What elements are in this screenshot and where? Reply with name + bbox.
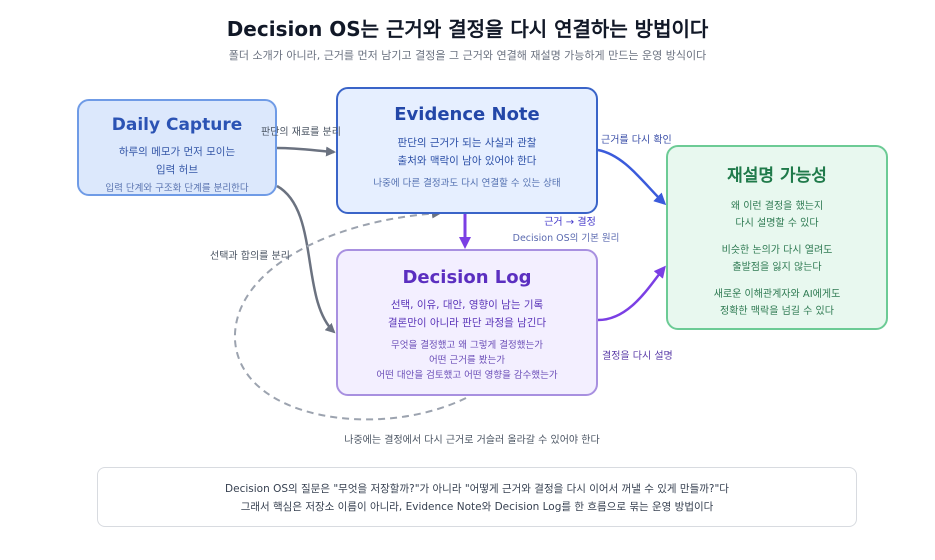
node-reexplain-title: 재설명 가능성 [727, 166, 827, 186]
node-log-title: Decision Log [402, 267, 532, 288]
edge-log-reexplain [597, 265, 666, 322]
node-daily-line: 하루의 메모가 먼저 모이는 [118, 146, 236, 158]
footer-line: 그래서 핵심은 저장소 이름이 아니라, Evidence Note와 Deci… [240, 501, 714, 513]
edge-label-evidence-log-sub: Decision OS의 기본 원리 [512, 233, 620, 244]
node-log-question: 어떤 근거를 봤는가 [429, 355, 505, 366]
edge-label-evidence-log: 근거 → 결정 [544, 217, 596, 228]
node-reexplain-line: 정확한 맥락을 넘길 수 있다 [720, 306, 834, 317]
node-log-line: 선택, 이유, 대안, 영향이 남는 기록 [390, 299, 544, 311]
edge-label-daily-log: 선택과 합의를 분리 [210, 251, 290, 262]
node-evidence-note: Evidence Note 판단의 근거가 되는 사실과 관찰 출처와 맥락이 … [336, 87, 598, 214]
node-reexplain: 재설명 가능성 왜 이런 결정을 했는지 다시 설명할 수 있다 비슷한 논의가… [666, 145, 888, 330]
node-evidence-title: Evidence Note [394, 104, 540, 125]
node-evidence-line: 출처와 맥락이 남아 있어야 한다 [397, 155, 537, 167]
node-reexplain-line: 비슷한 논의가 다시 열려도 [721, 245, 833, 256]
node-daily-line: 입력 허브 [156, 164, 198, 176]
edge-evidence-reexplain [597, 148, 667, 206]
edge-label-daily-evidence: 판단의 재료를 분리 [261, 127, 341, 138]
edge-loop-back [233, 208, 467, 421]
page-title: Decision OS는 근거와 결정을 다시 연결하는 방법이다 [226, 17, 709, 41]
node-log-line: 결론만이 아니라 판단 과정을 남긴다 [387, 317, 547, 329]
edge-daily-log [276, 184, 336, 334]
footer-line: Decision OS의 질문은 "무엇을 저장할까?"가 아니라 "어떻게 근… [225, 483, 729, 495]
node-log-question: 어떤 대안을 검토했고 어떤 영향을 감수했는가 [376, 370, 558, 381]
edge-daily-evidence [276, 146, 336, 157]
edge-label-evidence-reexplain: 근거를 다시 확인 [601, 135, 672, 146]
node-reexplain-line: 다시 설명할 수 있다 [735, 218, 819, 229]
edge-label-log-reexplain: 결정을 다시 설명 [602, 351, 673, 362]
node-daily-title: Daily Capture [111, 115, 243, 135]
page-subtitle: 폴더 소개가 아니라, 근거를 먼저 남기고 결정을 그 근거와 연결해 재설명… [228, 49, 707, 62]
node-evidence-note-text: 나중에 다른 결정과도 다시 연결할 수 있는 상태 [373, 178, 561, 189]
edge-label-loop-back: 나중에는 결정에서 다시 근거로 거슬러 올라갈 수 있어야 한다 [344, 435, 600, 446]
node-reexplain-line: 출발점을 잃지 않는다 [732, 262, 822, 273]
node-reexplain-line: 새로운 이해관계자와 AI에게도 [713, 289, 841, 300]
node-daily-capture: Daily Capture 하루의 메모가 먼저 모이는 입력 허브 입력 단계… [77, 99, 277, 196]
footer-summary: Decision OS의 질문은 "무엇을 저장할까?"가 아니라 "어떻게 근… [97, 467, 857, 527]
node-log-question: 무엇을 결정했고 왜 그렇게 결정했는가 [391, 340, 543, 351]
node-reexplain-line: 왜 이런 결정을 했는지 [730, 201, 824, 212]
node-daily-note: 입력 단계와 구조화 단계를 분리한다 [105, 183, 249, 194]
node-evidence-line: 판단의 근거가 되는 사실과 관찰 [397, 137, 537, 149]
node-decision-log: Decision Log 선택, 이유, 대안, 영향이 남는 기록 결론만이 … [336, 249, 598, 396]
